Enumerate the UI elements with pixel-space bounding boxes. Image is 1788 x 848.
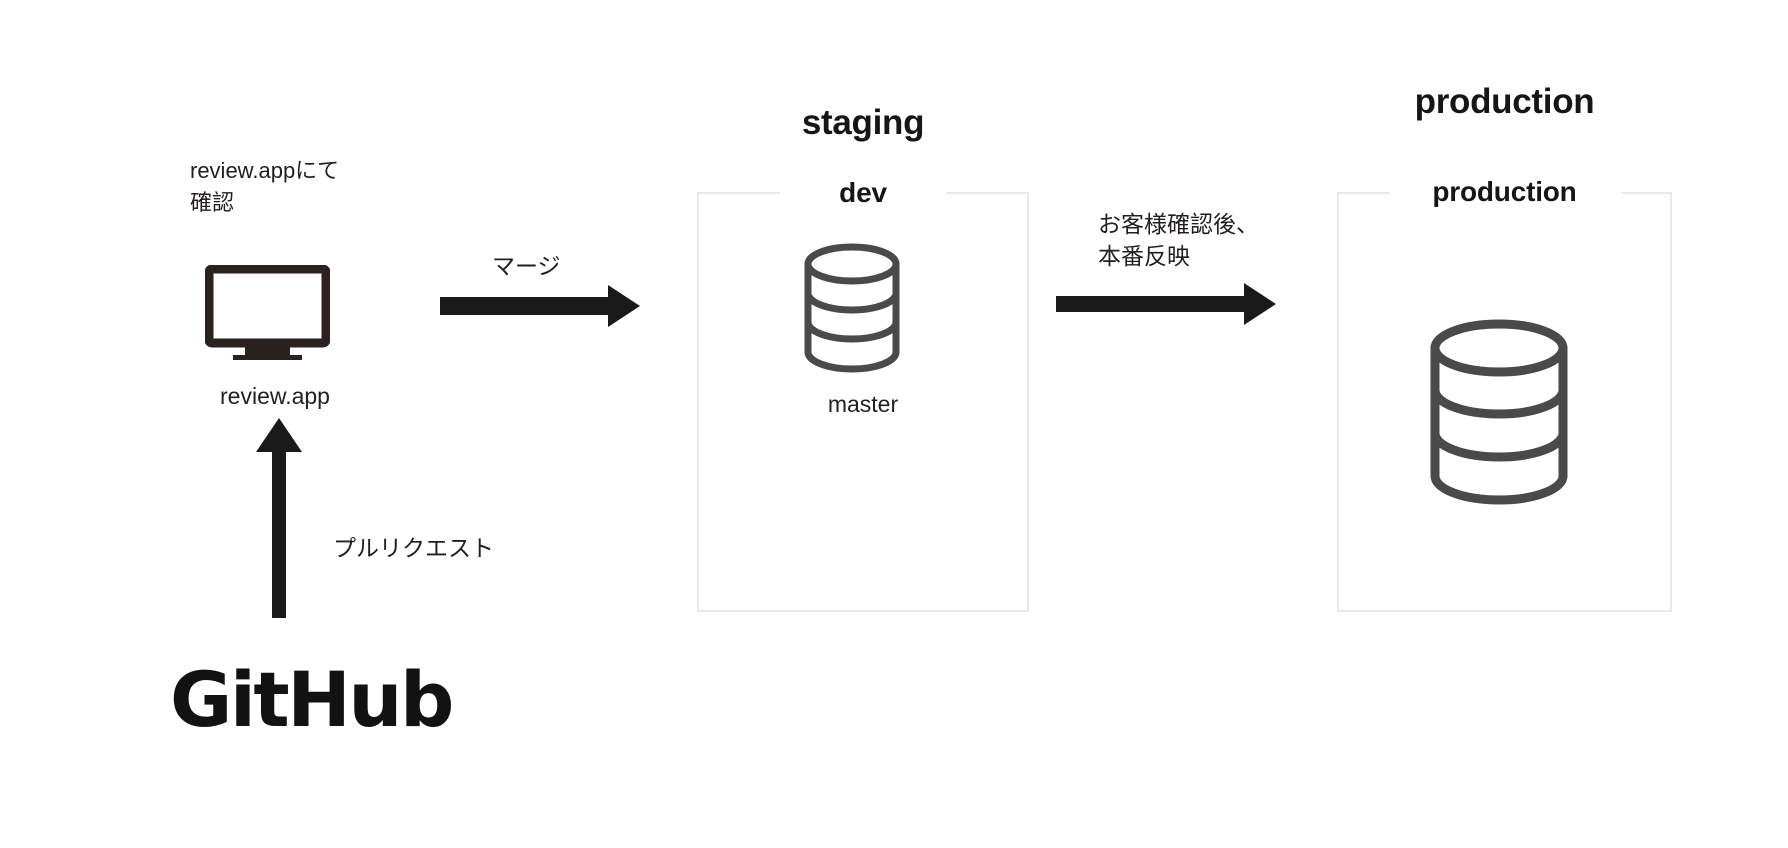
- production-title-notch: [1390, 188, 1622, 196]
- staging-inner-title: dev: [839, 177, 887, 208]
- merge-arrow: [440, 285, 640, 327]
- review-annotation: review.appにて 確認: [190, 158, 340, 215]
- database-icon: [1430, 319, 1568, 505]
- staging-db-caption: master: [827, 391, 899, 417]
- staging-env-title: staging: [801, 103, 925, 142]
- release-arrow-label: お客様確認後、 本番反映: [1098, 211, 1259, 270]
- merge-arrow-label: マージ: [492, 253, 561, 279]
- github-wordmark: GitHub: [170, 655, 454, 744]
- production-env-title: production: [1414, 82, 1595, 121]
- pull-request-label: プルリクエスト: [333, 535, 494, 561]
- pull-request-arrow: [256, 418, 302, 618]
- database-icon: [804, 243, 900, 373]
- review-app-caption: review.app: [220, 383, 330, 409]
- staging-title-notch: [780, 188, 946, 196]
- release-arrow: [1056, 283, 1276, 325]
- production-inner-title: production: [1432, 176, 1577, 207]
- monitor-icon: [205, 265, 330, 360]
